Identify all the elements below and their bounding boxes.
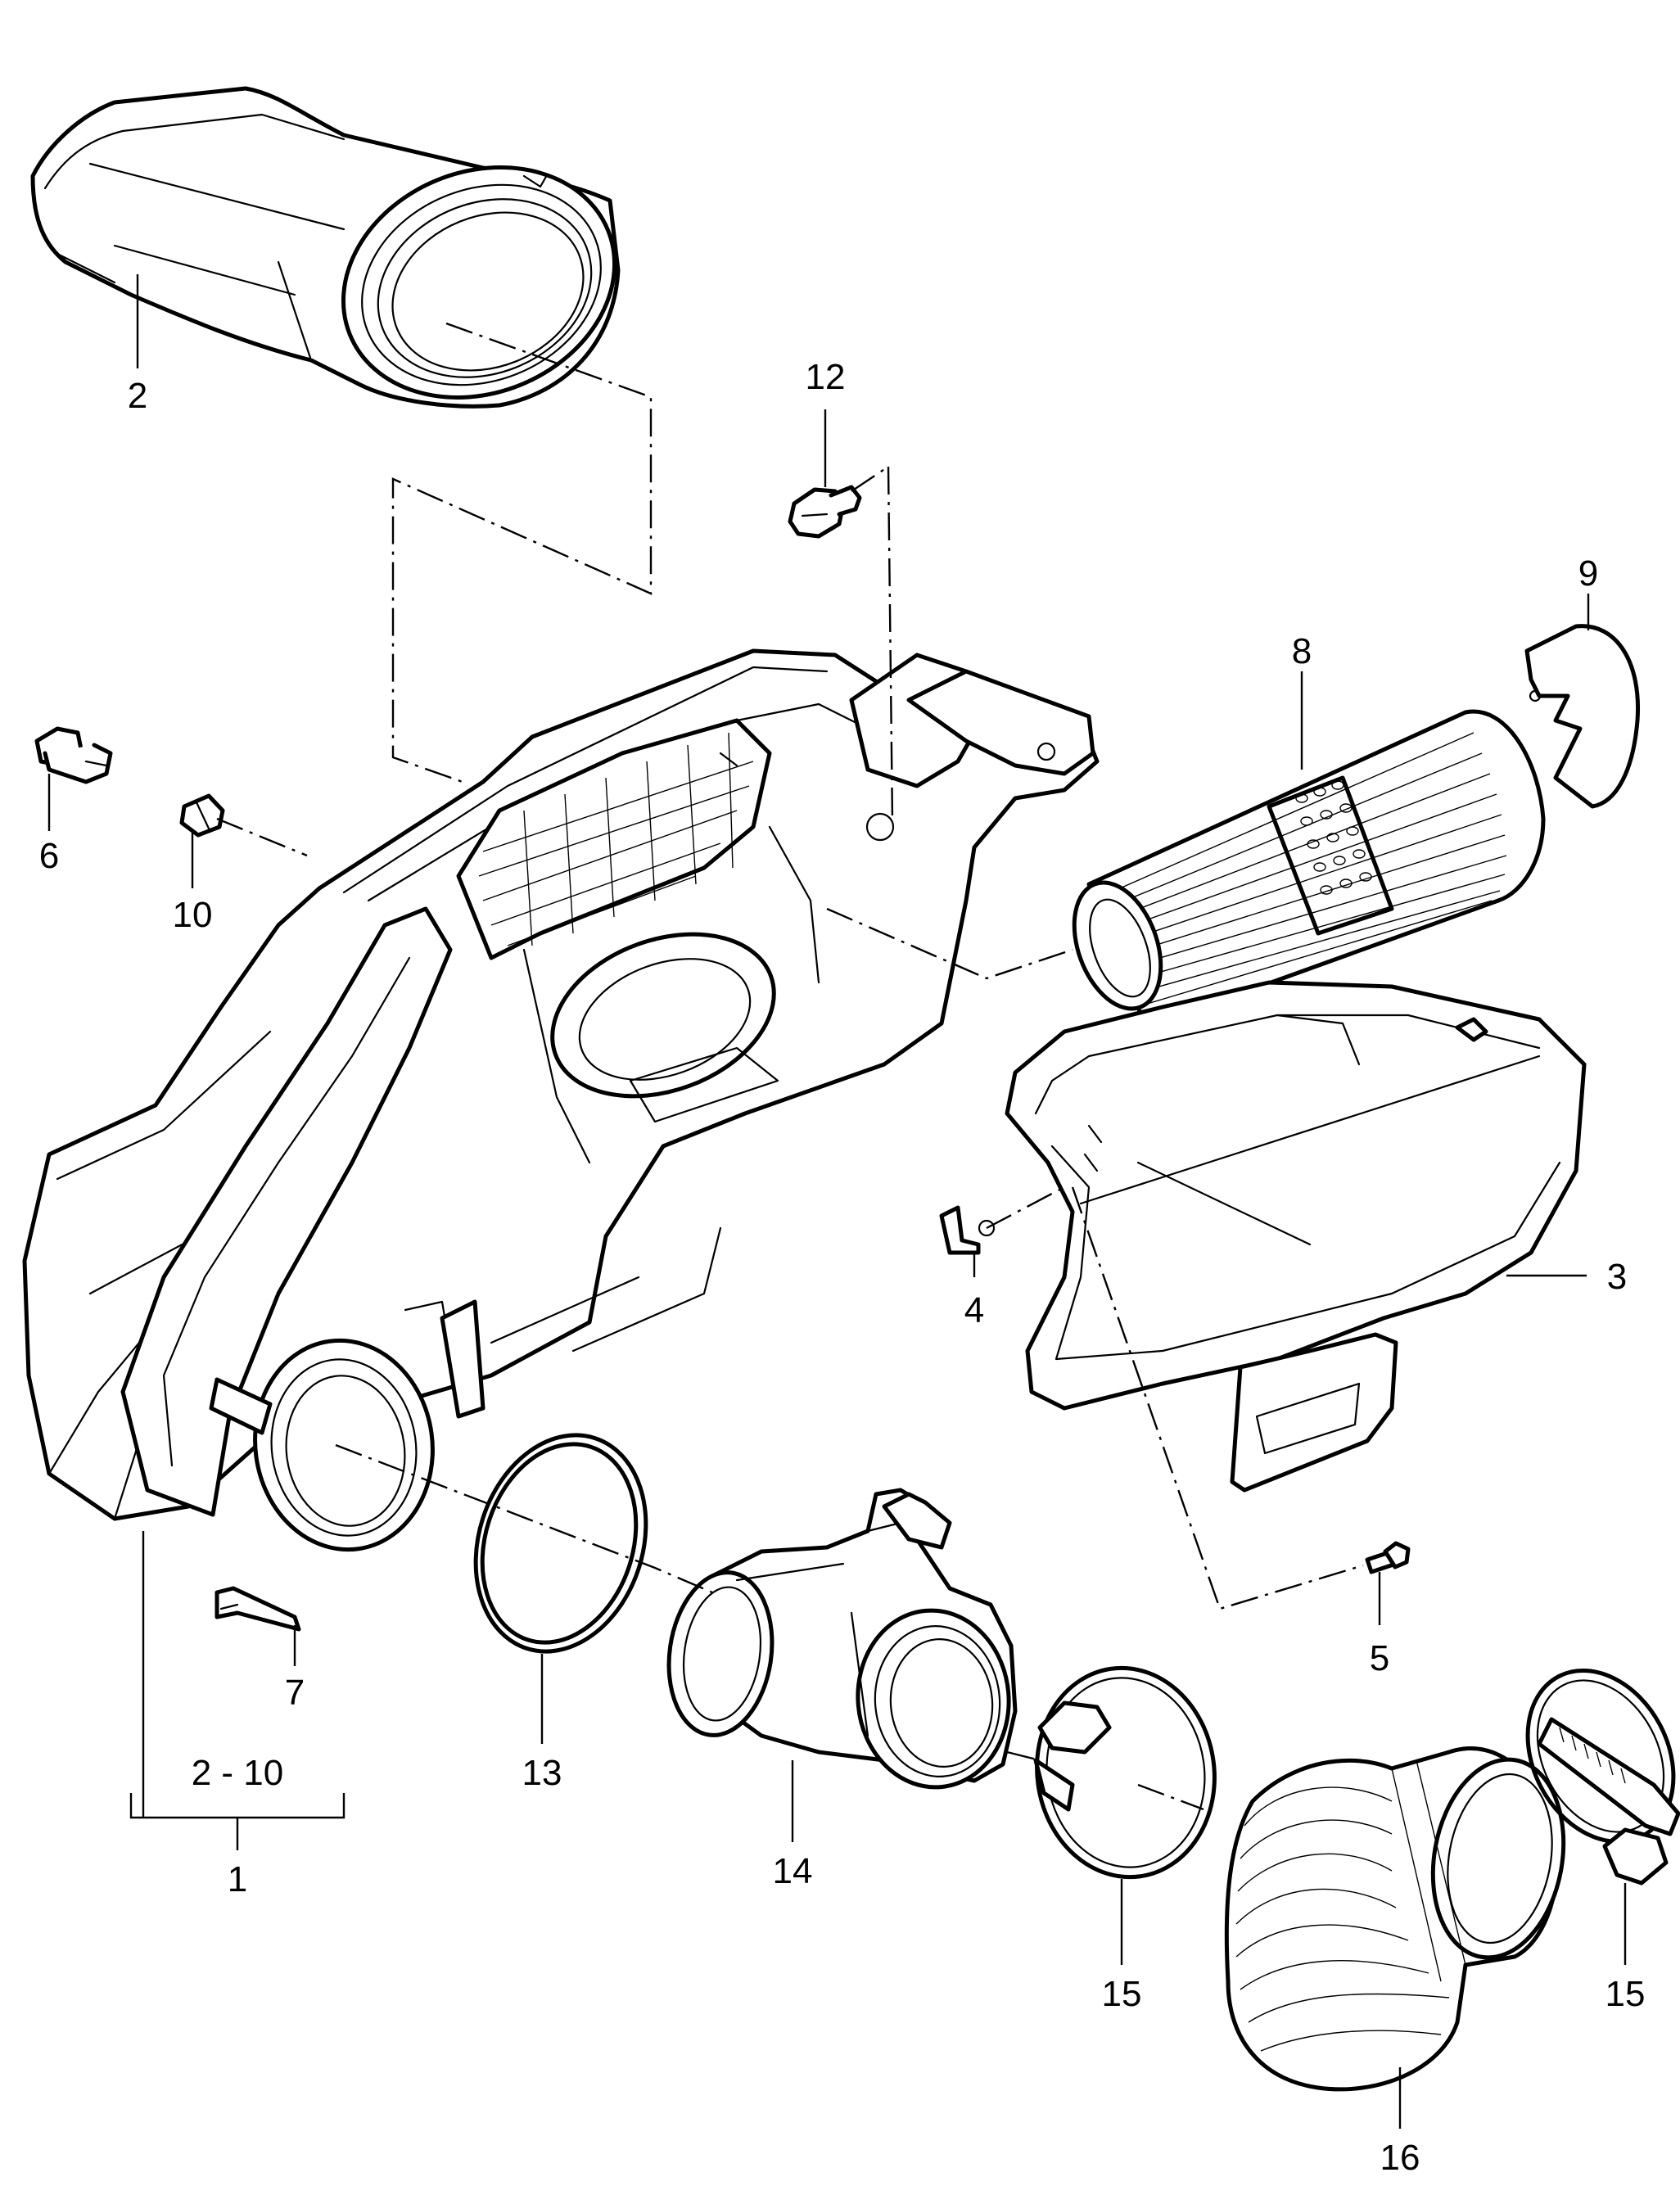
rubber-boot-part-16	[1224, 1746, 1566, 2092]
callout-1: 1	[228, 1859, 247, 1899]
sealing-ring-part-13	[473, 1433, 648, 1654]
callout-16: 16	[1380, 2138, 1420, 2178]
callout-2: 2	[128, 376, 147, 416]
speed-nut-part-4	[939, 1205, 996, 1255]
callout-10: 10	[173, 895, 213, 935]
maf-sensor-part-14	[666, 1488, 1018, 1790]
callout-3: 3	[1607, 1257, 1627, 1297]
leader-lines	[47, 274, 1627, 2129]
callout-13: 13	[522, 1753, 562, 1793]
clip-part-7	[215, 1586, 301, 1632]
bolt-part-12	[788, 485, 862, 539]
callout-5: 5	[1370, 1638, 1389, 1678]
callout-7: 7	[285, 1673, 305, 1713]
group-range-label: 2 - 10	[192, 1753, 284, 1793]
hose-clamp-part-15-left	[1033, 1665, 1217, 1880]
callout-8: 8	[1292, 631, 1312, 671]
intake-duct-part-2	[30, 86, 621, 409]
callout-9: 9	[1578, 553, 1598, 594]
callout-labels: 2 12 9 8 6 10 3 4 5 7 13 2 - 10 1 14 15 …	[39, 357, 1646, 2178]
callout-4: 4	[964, 1290, 984, 1330]
lower-cover-part-3	[1005, 980, 1587, 1493]
bracket-part-9	[1524, 624, 1641, 809]
callout-12: 12	[806, 357, 846, 397]
screw-part-5	[1365, 1541, 1411, 1574]
callout-6: 6	[39, 836, 59, 876]
callout-14: 14	[773, 1851, 813, 1891]
hose-clamp-part-15-right	[1525, 1669, 1680, 1886]
callout-15-left: 15	[1102, 1974, 1142, 2014]
grommet-part-6	[34, 726, 113, 784]
air-filter-element-part-8	[1072, 709, 1546, 1030]
airbox-housing-part-1	[22, 648, 1100, 1552]
clip-nut-part-10	[179, 793, 225, 838]
callout-15-right: 15	[1605, 1974, 1646, 2014]
assembly-lines	[216, 322, 1364, 1811]
